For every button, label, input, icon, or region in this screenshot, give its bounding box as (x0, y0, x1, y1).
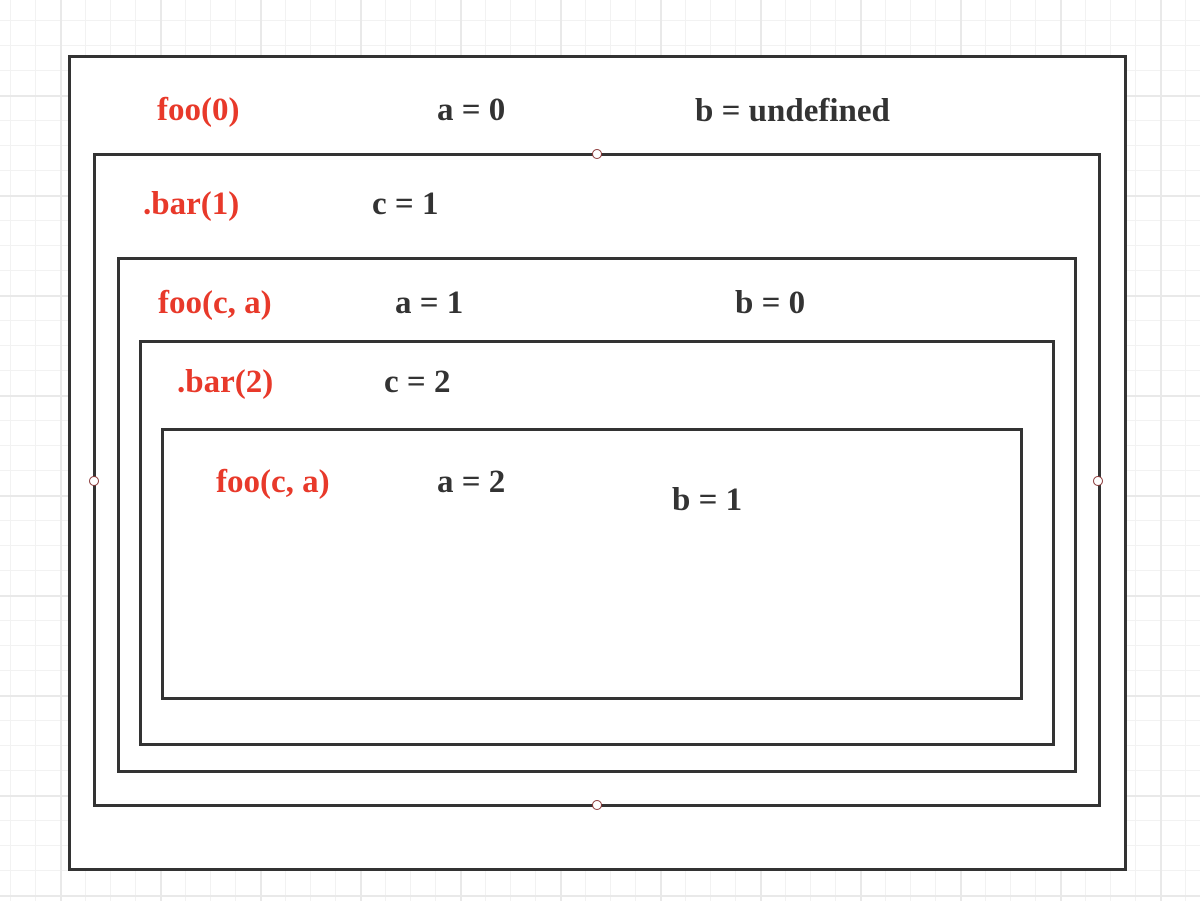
frame-label: .bar(1) (143, 186, 240, 222)
variable: c = 2 (384, 364, 451, 400)
variable: b = 0 (735, 285, 806, 321)
connector-handle-bottom[interactable] (592, 800, 602, 810)
frame-foo-c-a-2 (161, 428, 1023, 700)
frame-label: .bar(2) (177, 364, 274, 400)
variable: a = 1 (395, 285, 464, 321)
connector-handle-right[interactable] (1093, 476, 1103, 486)
frame-label: foo(c, a) (216, 464, 330, 500)
variable: c = 1 (372, 186, 439, 222)
connector-handle-top[interactable] (592, 149, 602, 159)
variable: a = 2 (437, 464, 506, 500)
variable: a = 0 (437, 92, 506, 128)
frame-label: foo(c, a) (158, 285, 272, 321)
frame-label: foo(0) (157, 92, 240, 128)
variable: b = 1 (672, 482, 743, 518)
connector-handle-left[interactable] (89, 476, 99, 486)
variable: b = undefined (695, 93, 890, 129)
